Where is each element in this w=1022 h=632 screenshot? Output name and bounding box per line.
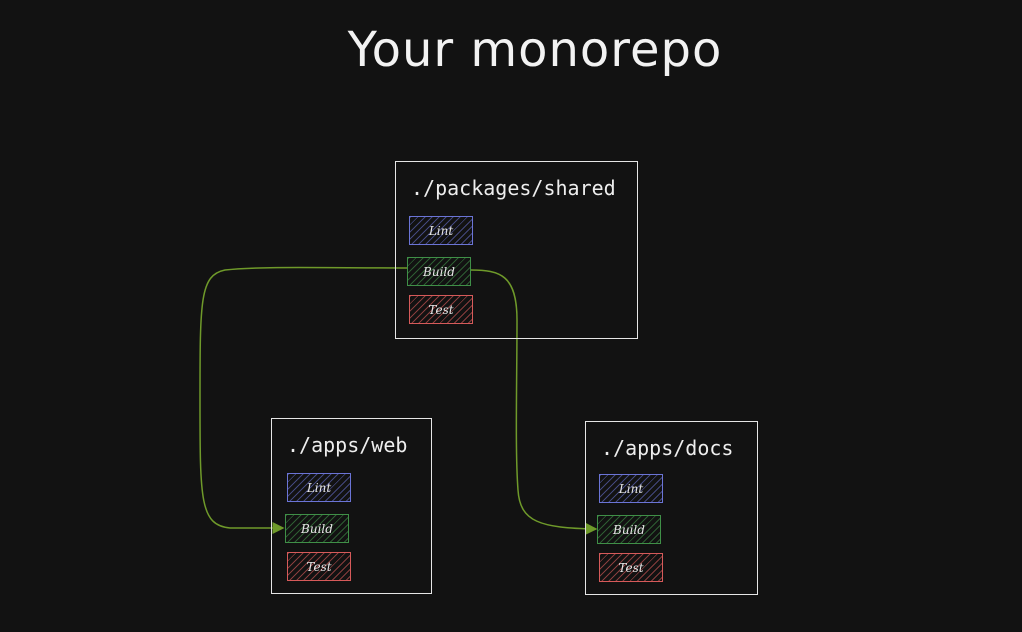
task-test[interactable]: Test xyxy=(409,295,473,324)
edge-shared-build-to-web-build xyxy=(199,266,408,534)
edge-shared-build-to-docs-build xyxy=(470,269,598,535)
task-test[interactable]: Test xyxy=(287,552,351,581)
package-name: ./packages/shared xyxy=(411,176,616,200)
package-name: ./apps/web xyxy=(287,433,408,457)
task-build[interactable]: Build xyxy=(407,257,471,286)
package-node-web[interactable]: ./apps/web Lint Build Test xyxy=(271,418,432,594)
package-name: ./apps/docs xyxy=(601,436,734,460)
package-node-docs[interactable]: ./apps/docs Lint Build Test xyxy=(585,421,758,595)
page-title: Your monorepo xyxy=(347,22,723,78)
task-lint[interactable]: Lint xyxy=(599,474,663,503)
task-lint[interactable]: Lint xyxy=(287,473,351,502)
task-lint[interactable]: Lint xyxy=(409,216,473,245)
task-build[interactable]: Build xyxy=(285,514,349,543)
package-node-shared[interactable]: ./packages/shared Lint Build Test xyxy=(395,161,638,339)
task-build[interactable]: Build xyxy=(597,515,661,544)
task-test[interactable]: Test xyxy=(599,553,663,582)
